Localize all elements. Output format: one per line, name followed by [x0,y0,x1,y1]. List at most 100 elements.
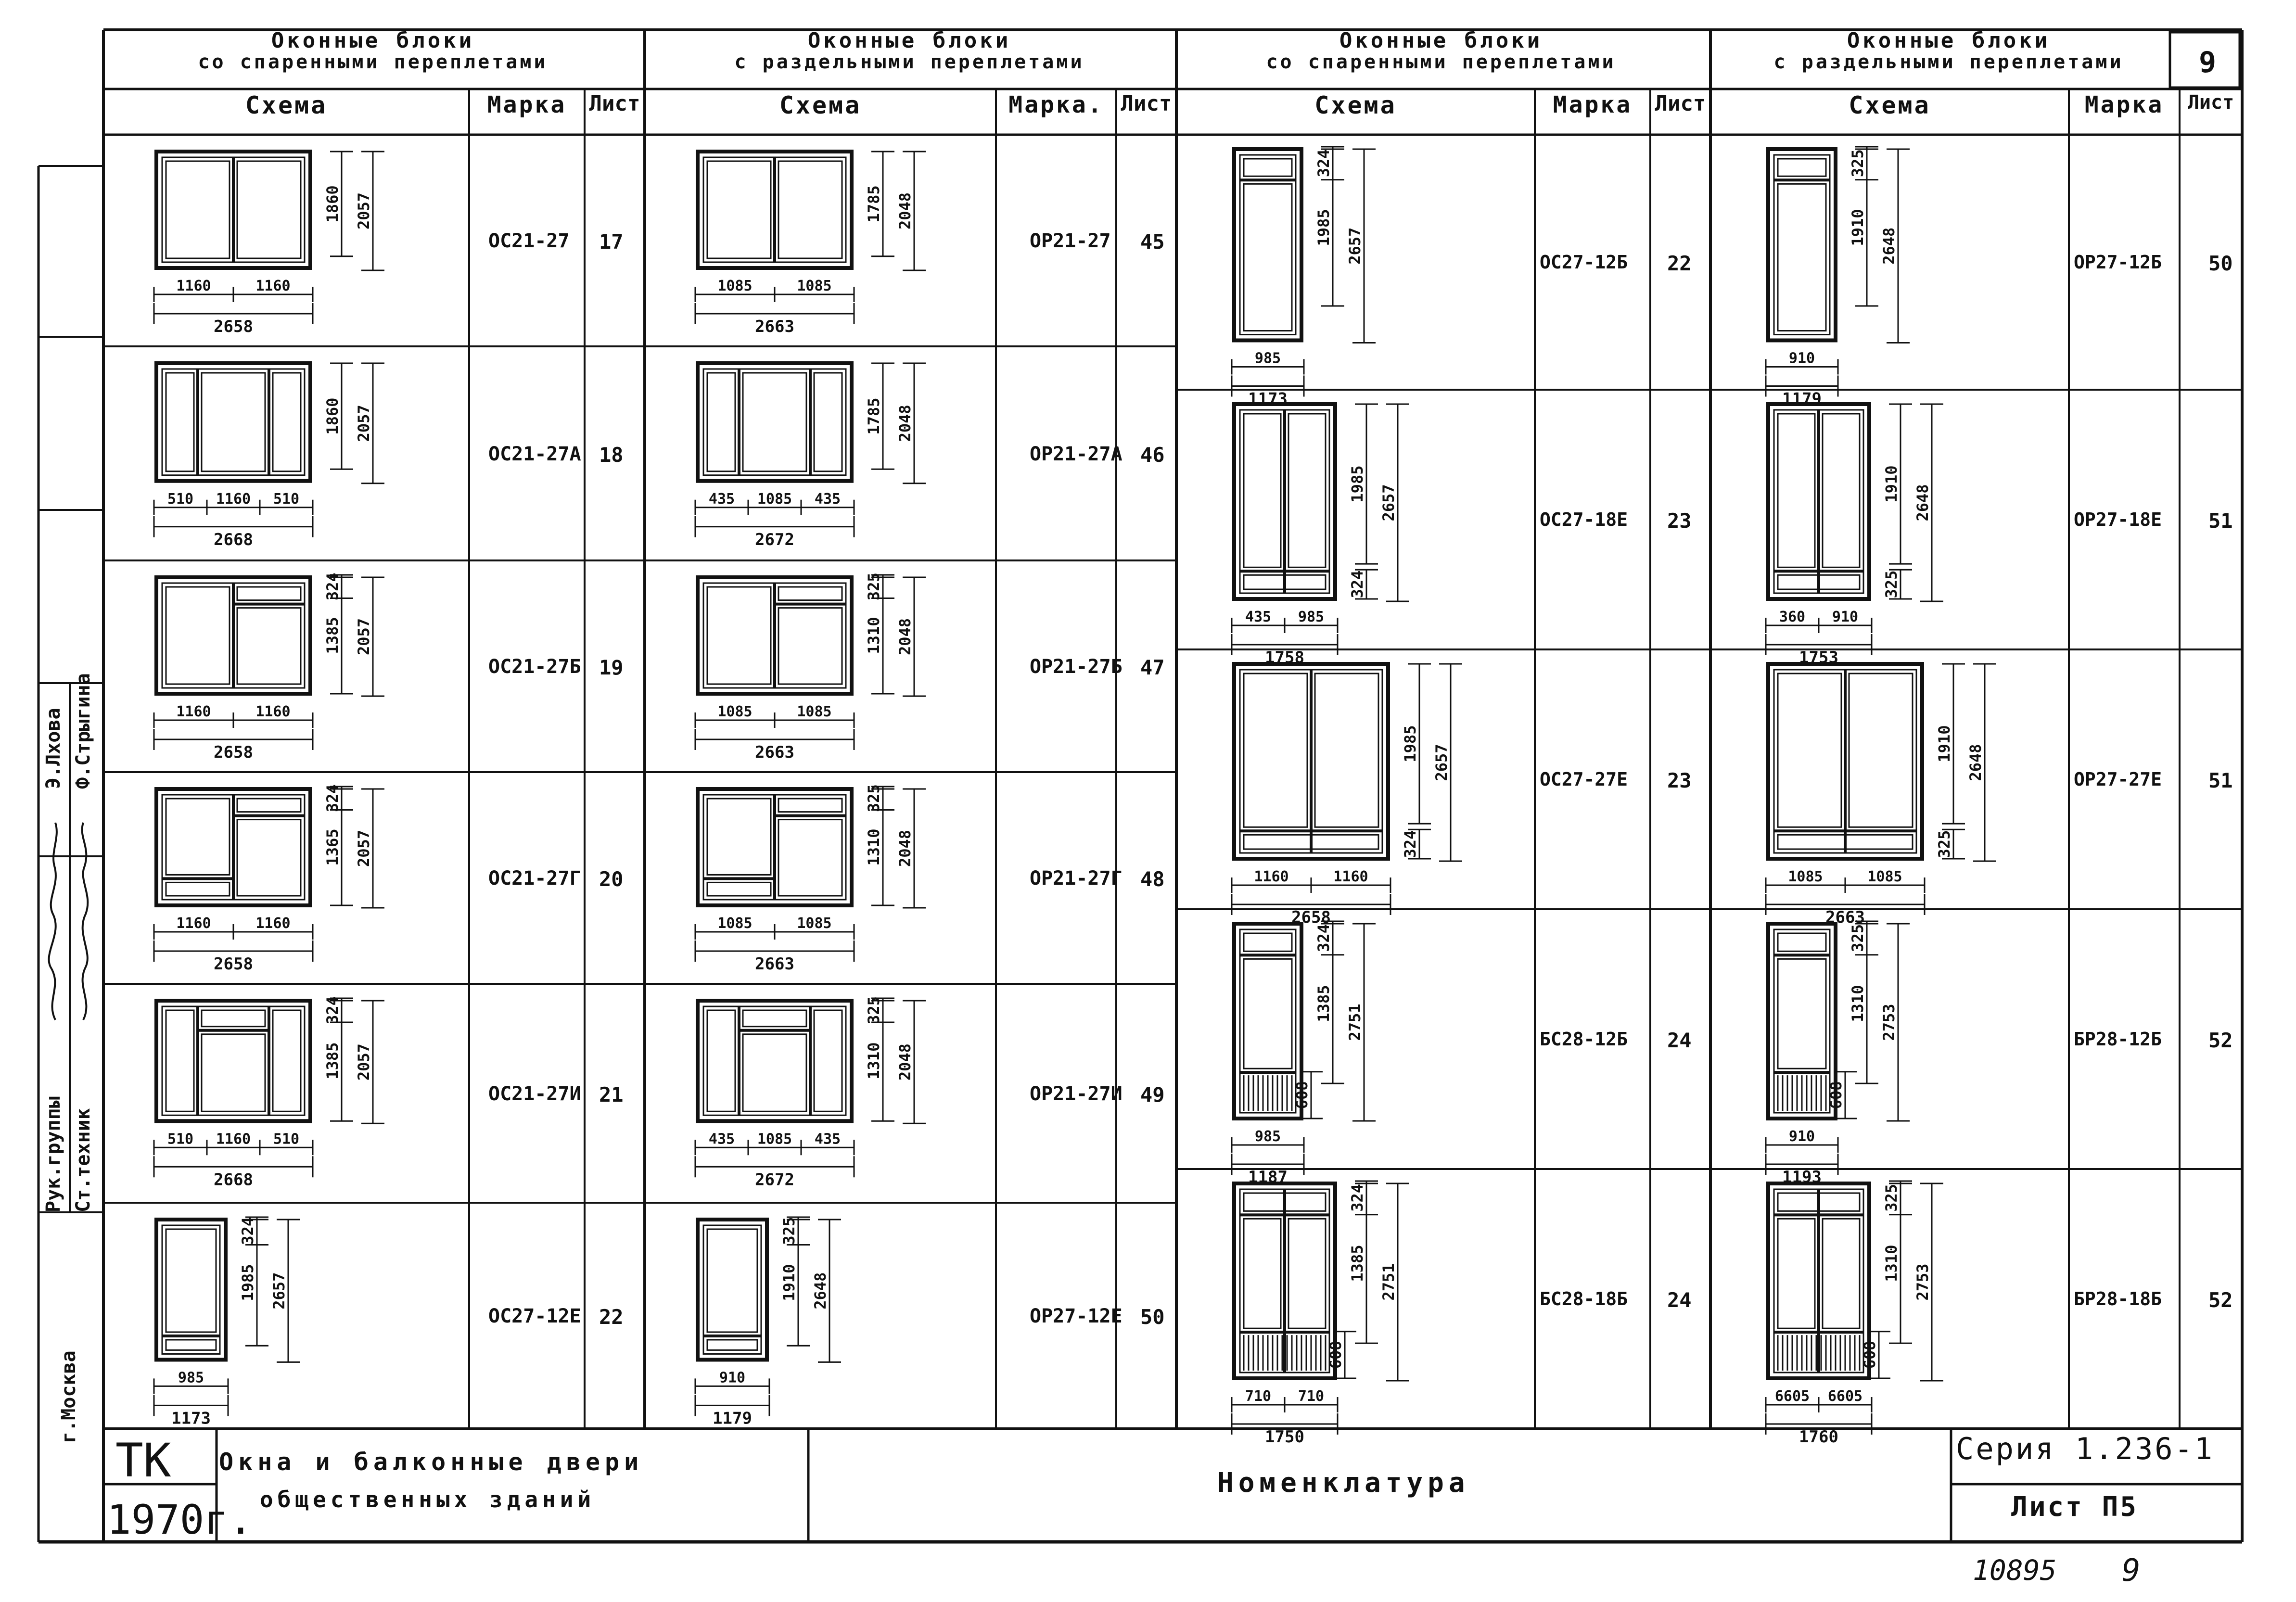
archive-sheet: 9 [2122,1553,2141,1589]
g3-row-mark: ОС27-12Б [1540,252,1628,273]
group-title-1-line2: со спаренными переплетами [198,51,548,74]
pane [1822,413,1861,568]
dimension-label-height: 1785 [865,185,883,222]
col-sheet-3: Лист [1655,91,1706,116]
dimension-label-height: 324 [1314,149,1333,177]
col-sheet-4: Лист [2187,91,2234,114]
sill-pane [1243,834,1379,850]
dimension-label-height: 325 [1849,149,1867,177]
dimension-label-part: 1085 [1788,868,1823,885]
subject-line2: общественных зданий [260,1487,596,1513]
transom-pane [1243,932,1293,952]
pane [201,372,266,472]
col-scheme-3: Схема [1314,91,1397,119]
dimension-label-part: 1160 [1254,868,1288,885]
dimension-label-height: 2057 [355,405,373,442]
pane [706,586,772,685]
dimension-label-part: 1085 [1867,868,1902,885]
g4-row-sheet: 50 [2208,252,2233,275]
dimension-label-height: 2753 [1913,1263,1932,1300]
dimension-label-height: 1785 [865,398,883,435]
dimension-label-part: 1085 [797,703,831,720]
dimension-label-part: 1085 [757,491,792,508]
dimension-label-part: 985 [1298,609,1324,625]
page-number: 9 [2199,46,2217,79]
dimension-label-height: 2048 [896,192,914,229]
sill-pane [706,1339,758,1351]
dimension-label-part: 710 [1298,1388,1324,1405]
g2-row-mark: ОР21-27Б [1030,656,1122,678]
dimension-label-height: 2057 [355,830,373,867]
g2-row-sheet: 45 [1140,230,1165,254]
g3-row-sheet: 23 [1667,509,1692,533]
series: Серия 1.236-1 [1956,1431,2215,1466]
g3-row-mark: ОС27-18Е [1540,509,1628,530]
dimension-label-height: 1910 [1882,466,1901,503]
dimension-label-part: 1085 [717,915,752,932]
g3-row-mark: БС28-18Б [1540,1288,1628,1310]
dimension-label-height: 2648 [1913,484,1932,521]
org-code: ТК [115,1434,171,1488]
dimension-label-part: 1085 [717,278,752,294]
dimension-label-height: 324 [1314,924,1333,952]
window-frame-outer [154,150,312,270]
sheet-label: Лист П5 [2011,1491,2139,1523]
window-frame-outer [1232,147,1303,343]
pane [778,607,843,685]
dimension-label-height: 324 [323,572,342,600]
pane [1822,1218,1861,1329]
col-mark-1: Марка [487,91,567,118]
transom-pane [201,1009,266,1028]
transom-pane [236,586,302,601]
dimension-label-height: 1385 [1314,985,1333,1022]
g4-row-mark: ОР27-18Е [2074,509,2162,530]
dimension-label-part: 985 [1255,350,1281,367]
g1-row-mark: ОС21-27Г [488,867,581,890]
pane [778,160,843,259]
dimension-label-height: 1985 [1401,725,1419,763]
dimension-label-part: 1085 [797,278,831,294]
g3-row-sheet: 24 [1667,1029,1692,1052]
window-frame-inner [161,368,306,476]
dimension-label-height: 1910 [1935,725,1953,763]
g2-row-sheet: 50 [1140,1305,1165,1329]
window-frame-inner [702,368,847,476]
g4-row-mark: ОР27-12Б [2074,252,2162,273]
stamp-city: г.Москва [58,1350,80,1443]
dimension-label-height: 324 [1348,1184,1366,1212]
pane [1777,673,1842,828]
dimension-label-height: 1985 [1314,209,1333,246]
dimension-label-part: 910 [719,1369,745,1386]
signature-1 [41,818,67,1025]
g2-row-sheet: 46 [1140,443,1165,467]
dimension-label-part: 1085 [717,703,752,720]
g2-row-sheet: 48 [1140,867,1165,891]
archive-number: 10895 [1973,1554,2057,1587]
window-frame-inner [1773,154,1831,335]
g3-row-sheet: 22 [1667,252,1692,275]
dimension-label-height: 2648 [1966,744,1985,781]
g3-row-mark: БС28-12Б [1540,1029,1628,1050]
window-frame-inner [1239,154,1297,335]
pane [742,1033,807,1112]
sill-pane [1777,834,1913,850]
window-frame-outer [154,361,312,483]
pane [165,1228,217,1333]
dimension-label-part: 1085 [797,915,831,932]
dimension-label-height: 324 [1401,830,1419,858]
pane [813,372,843,472]
dimension-label-part: 1160 [176,915,211,932]
dimension-label-width: 2663 [755,317,794,336]
col-scheme-1: Схема [245,91,328,119]
dimension-label-part: 1160 [176,703,211,720]
dimension-label-width: 2658 [214,743,253,762]
pane [1777,1218,1816,1329]
pane [1243,1218,1282,1329]
g2-row-sheet: 49 [1140,1082,1165,1106]
g2-row-mark: ОР21-27И [1030,1082,1122,1105]
pane [165,160,230,259]
dimension-label-height: 1385 [323,1043,342,1080]
pane [236,160,302,259]
dimension-label-height: 2057 [355,192,373,229]
dimension-label-width: 1173 [171,1409,211,1428]
